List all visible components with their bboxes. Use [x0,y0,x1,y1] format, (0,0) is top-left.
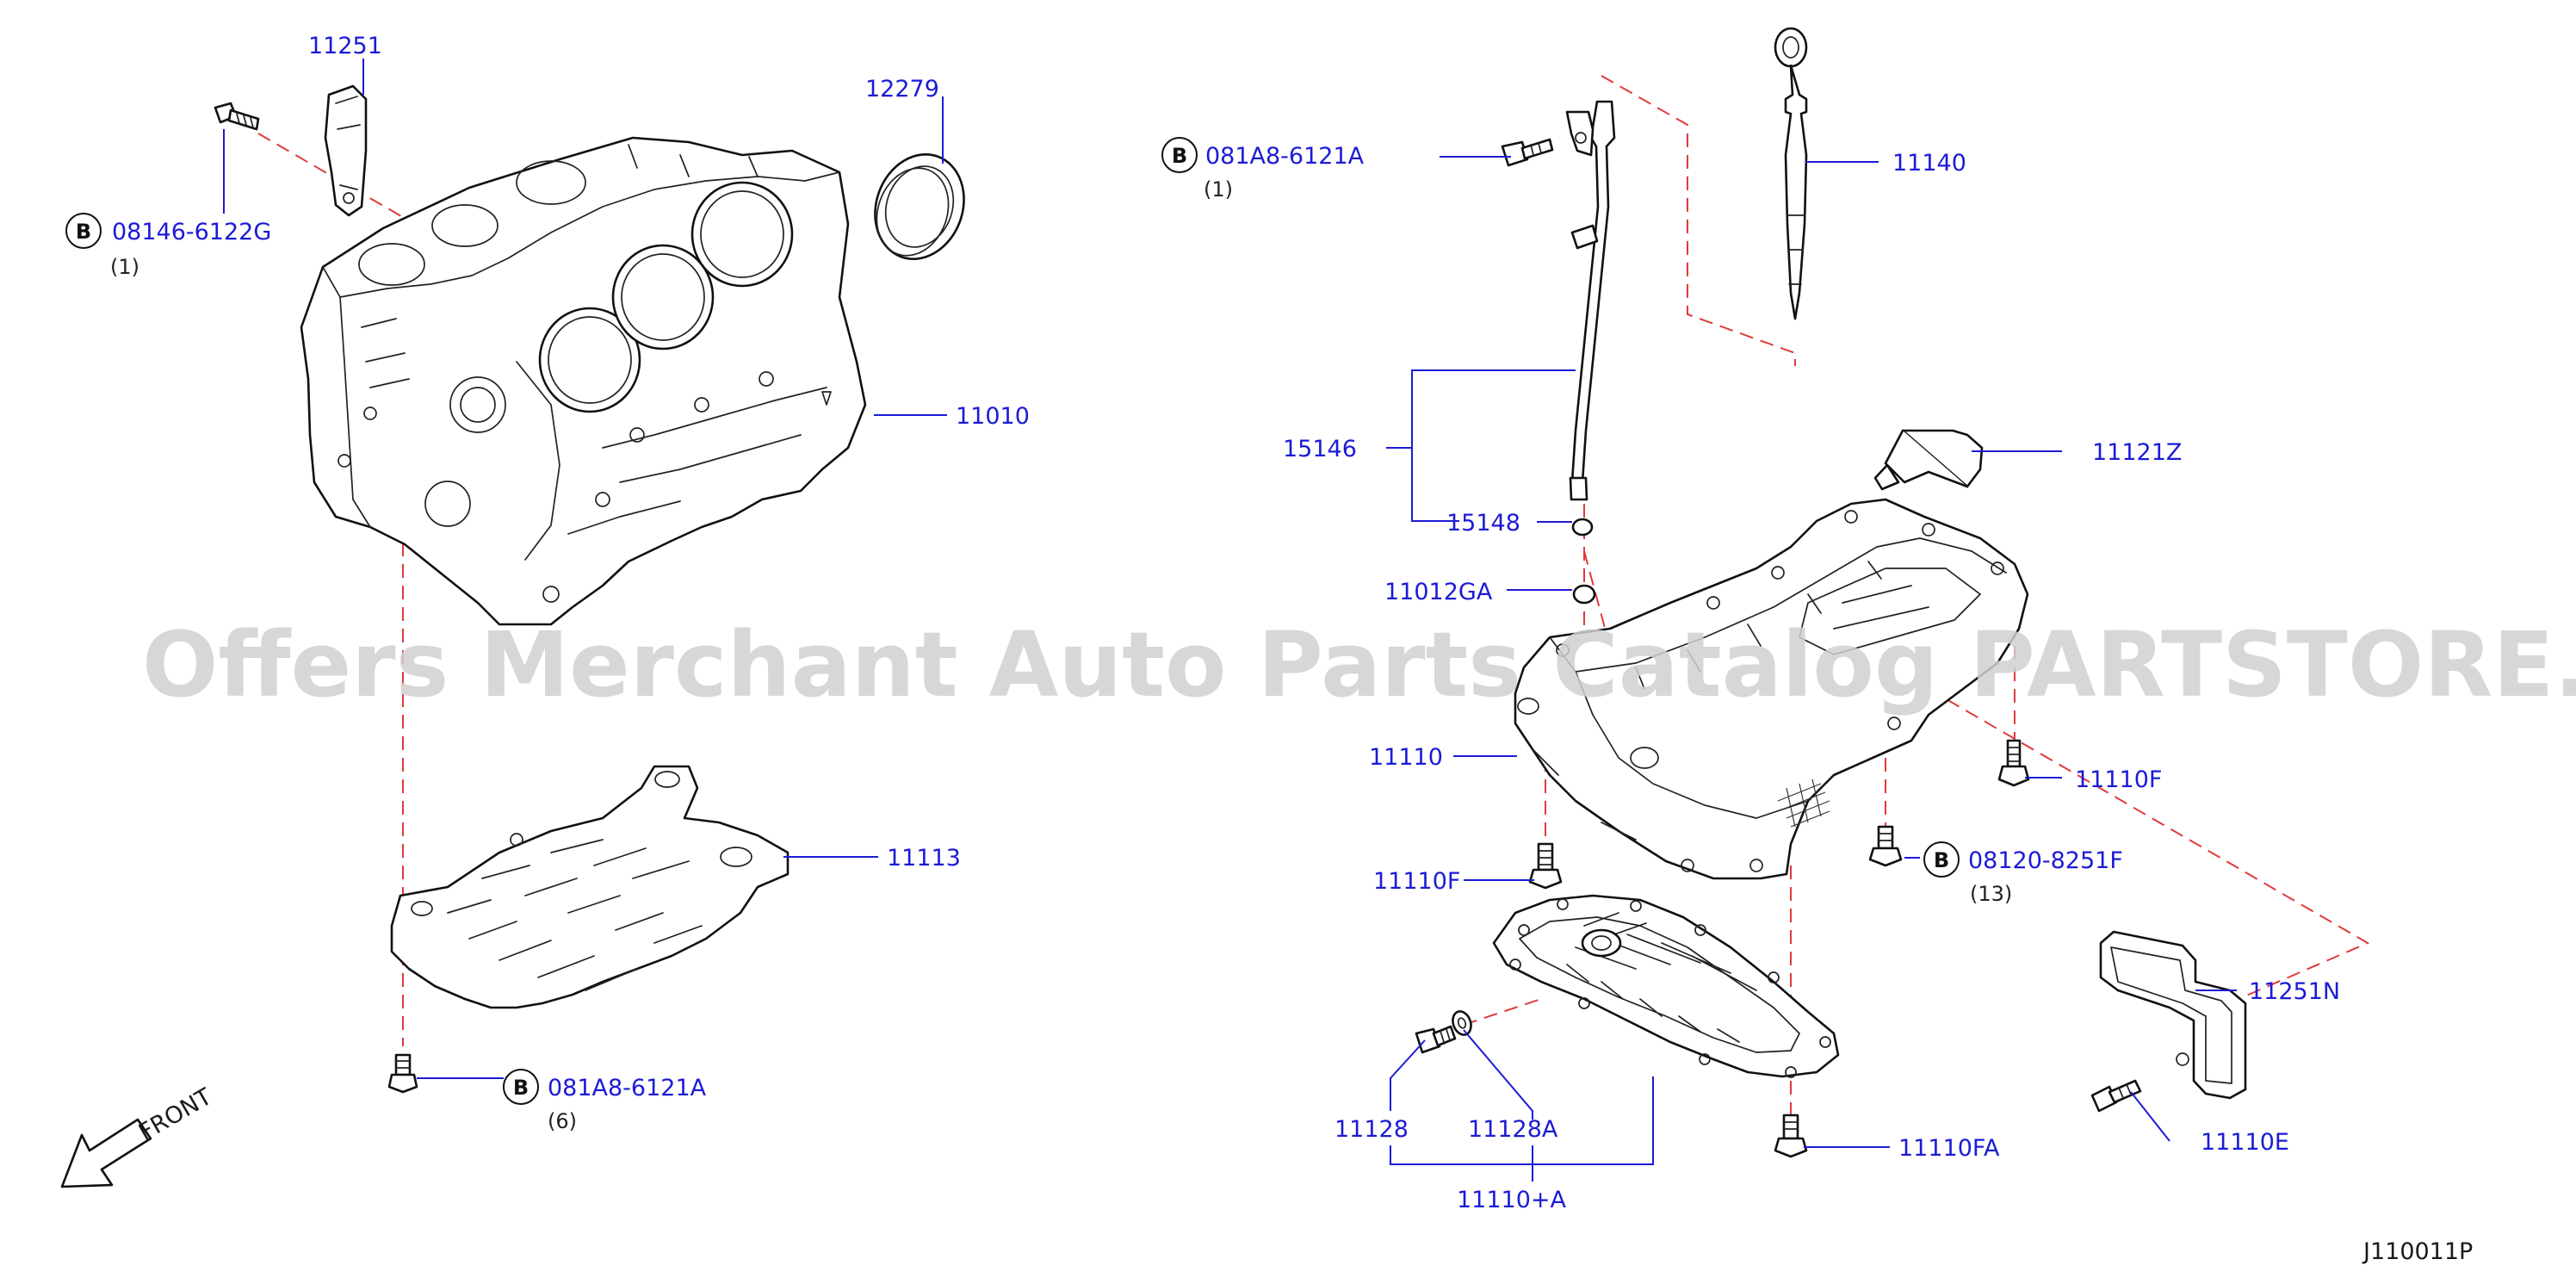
callout-11121z[interactable]: 11121Z [2092,439,2182,466]
bolt-11110e-drawing [2090,1079,2142,1113]
drain-washer-drawing [1452,1010,1472,1036]
front-label: FRONT [134,1083,217,1146]
b-mark-label: B [1934,848,1949,872]
quantity: (6) [548,1109,577,1133]
bolt-081a8-right-drawing [1501,138,1554,167]
watermark-text: Offers Merchant Auto Parts Catalog PARTS… [142,612,2576,717]
callout-15148[interactable]: 15148 [1446,510,1520,537]
b-mark-label: B [76,220,91,244]
callout-11110e[interactable]: 11110E [2201,1129,2289,1156]
callout-15146[interactable]: 15146 [1283,436,1357,462]
quantity: (13) [1970,882,2012,906]
bolt-11110fa-drawing [1774,1114,1808,1158]
b-mark-icon [1923,841,1960,878]
callout-12279[interactable]: 12279 [865,76,939,102]
part-number: 08146-6122G [112,219,271,245]
o-ring-15148-drawing [1571,518,1594,537]
bolt-08146-drawing [214,102,260,131]
bolt-11110f-right-drawing [1997,739,2030,787]
bolt-081a8-left-drawing [387,1053,418,1094]
diagram-code: J110011P [2362,1238,2473,1265]
lower-oil-pan-drawing [1492,894,1840,1078]
part-number: 08120-8251F [1968,847,2123,874]
callout-081a8-6121a-left[interactable]: B 081A8-6121A (6) [503,1069,707,1133]
callout-11251[interactable]: 11251 [308,33,382,59]
leader-lines [223,59,2237,1182]
upper-oil-pan-drawing [1514,498,2029,880]
quantity: (1) [1204,177,1233,202]
callout-11012ga[interactable]: 11012GA [1384,579,1493,605]
callout-11140[interactable]: 11140 [1892,150,1966,177]
part-number: 081A8-6121A [1205,143,1365,170]
quantity: (1) [110,255,139,279]
bracket-11251-drawing [324,84,368,217]
callout-11010[interactable]: 11010 [956,403,1030,430]
b-mark-icon [503,1069,539,1105]
bolt-11110f-left-drawing [1528,842,1563,890]
callout-11110f-left[interactable]: 11110F [1373,868,1460,895]
cylinder-block-drawing [300,136,867,626]
callout-11110f-right[interactable]: 11110F [2075,766,2162,793]
callout-11128a[interactable]: 11128A [1468,1116,1558,1143]
bolt-08120-drawing [1868,825,1903,867]
b-mark-icon [65,213,102,249]
callout-081a8-6121a-right[interactable]: B 081A8-6121A (1) [1161,137,1365,202]
front-arrow-icon [60,1118,152,1188]
b-mark-label: B [1172,144,1187,168]
callout-08146-6122g[interactable]: B 08146-6122G (1) [65,213,271,279]
drain-plug-drawing [1415,1025,1457,1054]
callout-11110-plus-a[interactable]: 11110+A [1457,1187,1567,1213]
dipstick-drawing [1774,27,1808,320]
b-mark-icon [1161,137,1198,173]
o-ring-11012ga-drawing [1572,584,1596,605]
callout-11113[interactable]: 11113 [887,845,961,872]
callout-11110fa[interactable]: 11110FA [1898,1135,2000,1162]
b-mark-label: B [513,1076,529,1100]
rear-oil-seal-drawing [874,152,965,261]
phantom-line [1463,998,1542,1026]
sealant-tube-drawing [1873,429,1984,491]
part-number: 081A8-6121A [548,1075,707,1101]
baffle-plate-drawing [390,765,790,1009]
callout-08120-8251f[interactable]: B 08120-8251F (13) [1923,841,2123,906]
callout-11128[interactable]: 11128 [1334,1116,1409,1143]
dipstick-tube-drawing [1565,100,1616,501]
bracket-11251n-drawing [2099,930,2247,1100]
phantom-line [1601,75,1796,366]
callout-11251n[interactable]: 11251N [2249,978,2340,1005]
callout-11110[interactable]: 11110 [1369,744,1443,771]
